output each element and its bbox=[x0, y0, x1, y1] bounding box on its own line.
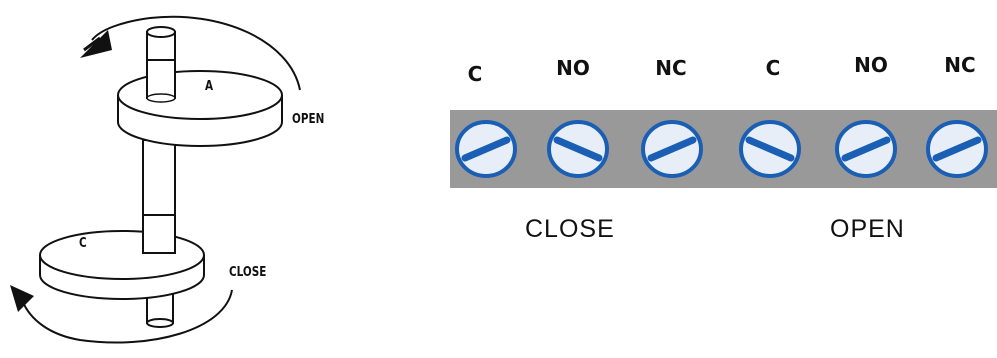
screw-slot-2 bbox=[553, 136, 603, 162]
terminal-screw-2 bbox=[547, 120, 609, 178]
terminal-screw-5 bbox=[835, 120, 897, 178]
terminal-label-5: NO bbox=[854, 53, 888, 77]
terminal-screw-1 bbox=[455, 120, 517, 178]
terminal-label-3: NC bbox=[655, 56, 687, 80]
terminal-label-6: NC bbox=[944, 53, 976, 77]
screw-slot-5 bbox=[841, 136, 891, 162]
lower-rotation-arrow bbox=[10, 285, 233, 344]
terminal-strip bbox=[450, 110, 997, 188]
lower-cam-disc bbox=[39, 214, 205, 300]
upper-cam-label: A bbox=[205, 79, 214, 94]
open-group-label: OPEN bbox=[830, 215, 905, 243]
terminal-screw-4 bbox=[739, 120, 801, 178]
screw-slot-4 bbox=[745, 136, 795, 162]
terminal-label-1: C bbox=[467, 62, 483, 86]
upper-rotation-arrow bbox=[80, 15, 301, 91]
terminal-screw-6 bbox=[926, 120, 988, 178]
open-position-label: OPEN bbox=[292, 112, 325, 127]
screw-slot-1 bbox=[461, 136, 511, 162]
terminal-label-4: C bbox=[765, 56, 781, 80]
screw-slot-6 bbox=[932, 136, 982, 162]
close-group-label: CLOSE bbox=[525, 215, 615, 243]
cam-shaft-diagram bbox=[10, 15, 301, 344]
close-position-label: CLOSE bbox=[229, 265, 267, 280]
terminal-screw-3 bbox=[641, 120, 703, 178]
lower-cam-label: C bbox=[79, 236, 87, 251]
upper-cam-disc bbox=[117, 59, 283, 147]
screw-slot-3 bbox=[647, 136, 697, 162]
terminal-label-2: NO bbox=[556, 56, 590, 80]
